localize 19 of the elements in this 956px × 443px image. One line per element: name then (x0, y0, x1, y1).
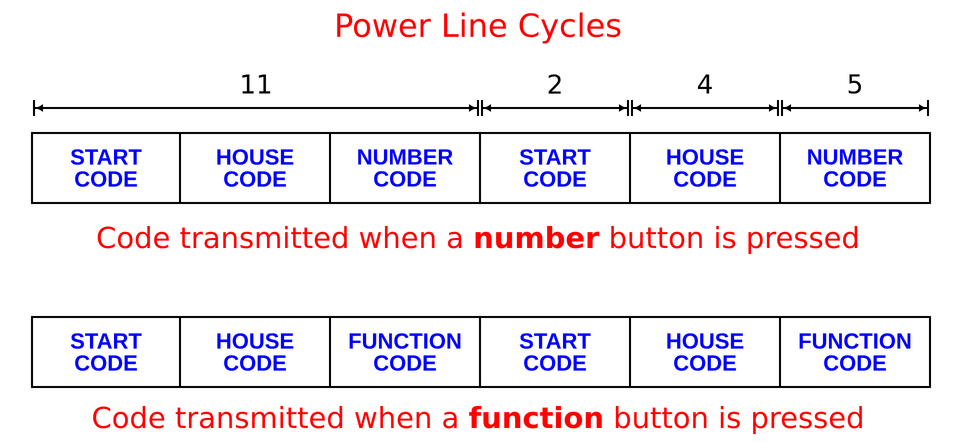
dimension-label: 11 (238, 74, 274, 94)
code-box: HOUSE CODE (179, 316, 331, 388)
code-box: START CODE (31, 316, 181, 388)
code-box: START CODE (479, 316, 631, 388)
code-box: START CODE (31, 132, 181, 204)
title: Power Line Cycles (337, 12, 620, 44)
code-box: NUMBER CODE (779, 132, 931, 204)
code-box: HOUSE CODE (629, 316, 781, 388)
code-box: NUMBER CODE (329, 132, 481, 204)
code-box: HOUSE CODE (629, 132, 781, 204)
code-box: FUNCTION CODE (779, 316, 931, 388)
caption: Code transmitted when a number button is pressed (98, 226, 858, 254)
code-box: HOUSE CODE (179, 132, 331, 204)
code-box: START CODE (479, 132, 631, 204)
dimension-label: 2 (546, 73, 564, 95)
dimension-label: 4 (696, 74, 714, 94)
dimension-label: 5 (846, 73, 864, 95)
code-box: FUNCTION CODE (329, 316, 481, 388)
caption: Code transmitted when a function button is pressed (93, 406, 862, 434)
